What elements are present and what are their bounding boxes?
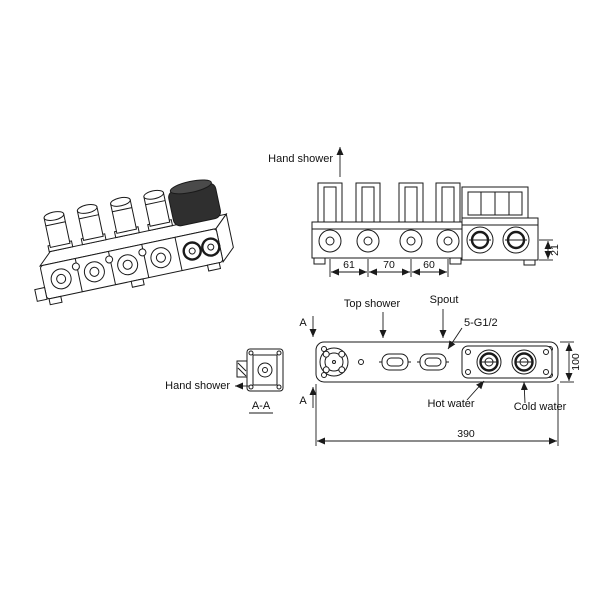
hand-shower-outlet <box>236 360 248 378</box>
section-marker-bottom: A <box>299 395 307 407</box>
dimension-100-text: 100 <box>570 353 582 371</box>
dimension-70: 70 <box>383 259 395 271</box>
cold-water-leader-arrow <box>520 381 528 404</box>
valve-cartridge <box>43 211 74 253</box>
valve-cartridge <box>143 189 174 232</box>
mounting-foot <box>206 262 222 272</box>
diverter-block-front <box>461 186 529 221</box>
valve-cartridge <box>76 204 107 246</box>
mounting-foot <box>48 295 63 306</box>
diverter-handle <box>168 179 222 227</box>
diverter-block-plan <box>461 345 553 379</box>
top-shower-label: Top shower <box>344 298 401 310</box>
valve-stem <box>317 182 343 223</box>
section-view: Hand shower A-A <box>165 348 284 414</box>
dimension-60: 60 <box>423 259 435 271</box>
hot-water-label: Hot water <box>427 398 474 410</box>
dimension-61: 61 <box>343 259 355 271</box>
hand-shower-label-front: Hand shower <box>268 153 333 165</box>
hot-water-leader-arrow <box>466 380 485 401</box>
isometric-view <box>34 179 234 306</box>
thread-spec-leader-arrow <box>447 327 463 350</box>
dimension-21-text: 21 <box>549 244 561 256</box>
front-view: Hand shower <box>268 147 561 277</box>
hand-shower-label-side: Hand shower <box>165 380 230 392</box>
plan-view: Top shower Spout 5-G1/2 Hot water Cold w… <box>299 294 582 446</box>
thread-spec-label: 5-G1/2 <box>464 317 498 329</box>
top-shower-port <box>379 353 411 371</box>
mounting-tab <box>34 286 48 302</box>
spout-label: Spout <box>430 294 459 306</box>
spout-port <box>417 353 449 371</box>
section-title: A-A <box>252 400 271 412</box>
valve-cartridge <box>110 196 140 239</box>
dimension-390: 390 <box>315 384 559 446</box>
valve-stem <box>435 182 461 223</box>
mounting-foot <box>130 278 145 288</box>
dimension-spacing: 61 70 60 <box>329 259 449 277</box>
valve-body-front <box>311 221 463 265</box>
section-marker-top: A <box>299 317 307 329</box>
front-ports <box>50 237 221 290</box>
dimension-21: 21 <box>539 239 561 261</box>
valve-stem <box>355 182 381 223</box>
valve-stem <box>398 182 424 223</box>
hand-shower-port <box>319 347 349 377</box>
diverter-body-front <box>461 217 539 266</box>
dimension-100: 100 <box>560 341 582 383</box>
dimension-390-text: 390 <box>457 428 475 440</box>
cold-water-label: Cold water <box>514 401 567 413</box>
